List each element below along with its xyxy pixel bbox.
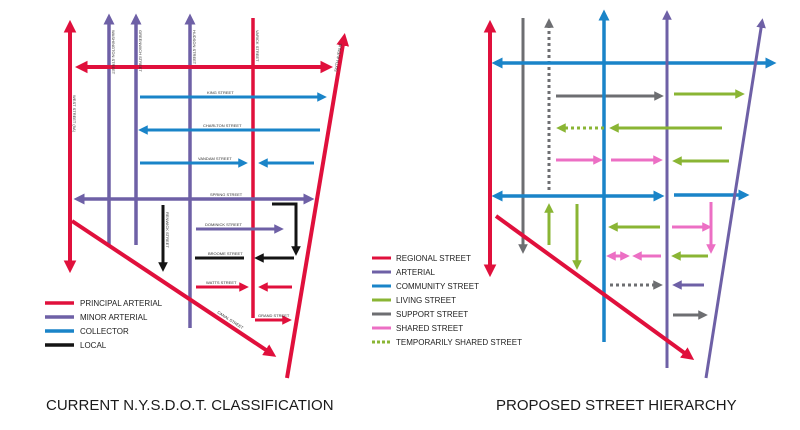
legend-label-living-street: LIVING STREET [396, 296, 456, 305]
label-sixth: SIXTH AVENUE [333, 43, 343, 73]
legend-label-local: LOCAL [80, 341, 107, 350]
label-spring: SPRING STREET [210, 192, 243, 197]
label-greenwich: GREENWICH STREET [138, 30, 143, 72]
current-caption: CURRENT N.Y.S.D.O.T. CLASSIFICATION [46, 397, 334, 414]
label-grand: GRAND STREET [258, 313, 290, 318]
street-red-diagonal [494, 214, 695, 361]
label-varick: VARICK STREET [255, 30, 260, 62]
label-charlton: CHARLTON STREET [203, 123, 242, 128]
legend-label-principal-arterial: PRINCIPAL ARTERIAL [80, 299, 163, 308]
street-canal [70, 219, 277, 357]
legend-label-community-street: COMMUNITY STREET [396, 282, 479, 291]
proposed-legend: REGIONAL STREET ARTERIAL COMMUNITY STREE… [372, 254, 522, 347]
legend-label-regional-street: REGIONAL STREET [396, 254, 471, 263]
label-broome: BROOME STREET [208, 251, 243, 256]
current-legend: PRINCIPAL ARTERIAL MINOR ARTERIAL COLLEC… [45, 299, 163, 350]
label-dominick: DOMINICK STREET [205, 222, 242, 227]
legend-label-minor-arterial: MINOR ARTERIAL [80, 313, 148, 322]
street-sixth [285, 32, 350, 379]
label-west: WEST STREET (9A) [72, 95, 77, 133]
legend-label-collector: COLLECTOR [80, 327, 129, 336]
legend-label-temporarily-shared-street: TEMPORARILY SHARED STREET [396, 338, 522, 347]
label-hudson: HUDSON STREET [192, 30, 197, 65]
legend-label-support-street: SUPPORT STREET [396, 310, 468, 319]
street-purple-diagonal [704, 18, 766, 379]
legend-label-arterial: ARTERIAL [396, 268, 436, 277]
proposed-caption: PROPOSED STREET HIERARCHY [496, 397, 737, 414]
legend-label-shared-street: SHARED STREET [396, 324, 463, 333]
street-loop-east [272, 202, 301, 256]
label-king: KING STREET [207, 90, 234, 95]
proposed-map: REGIONAL STREET ARTERIAL COMMUNITY STREE… [372, 9, 777, 414]
label-vandam: VANDAM STREET [198, 156, 232, 161]
current-map: WASHINGTON STREET GREENWICH STREET HUDSO… [45, 13, 350, 414]
label-watts: WATTS STREET [206, 280, 237, 285]
label-washington: WASHINGTON STREET [111, 30, 116, 75]
label-renwick: RENWICK STREET [165, 212, 170, 248]
